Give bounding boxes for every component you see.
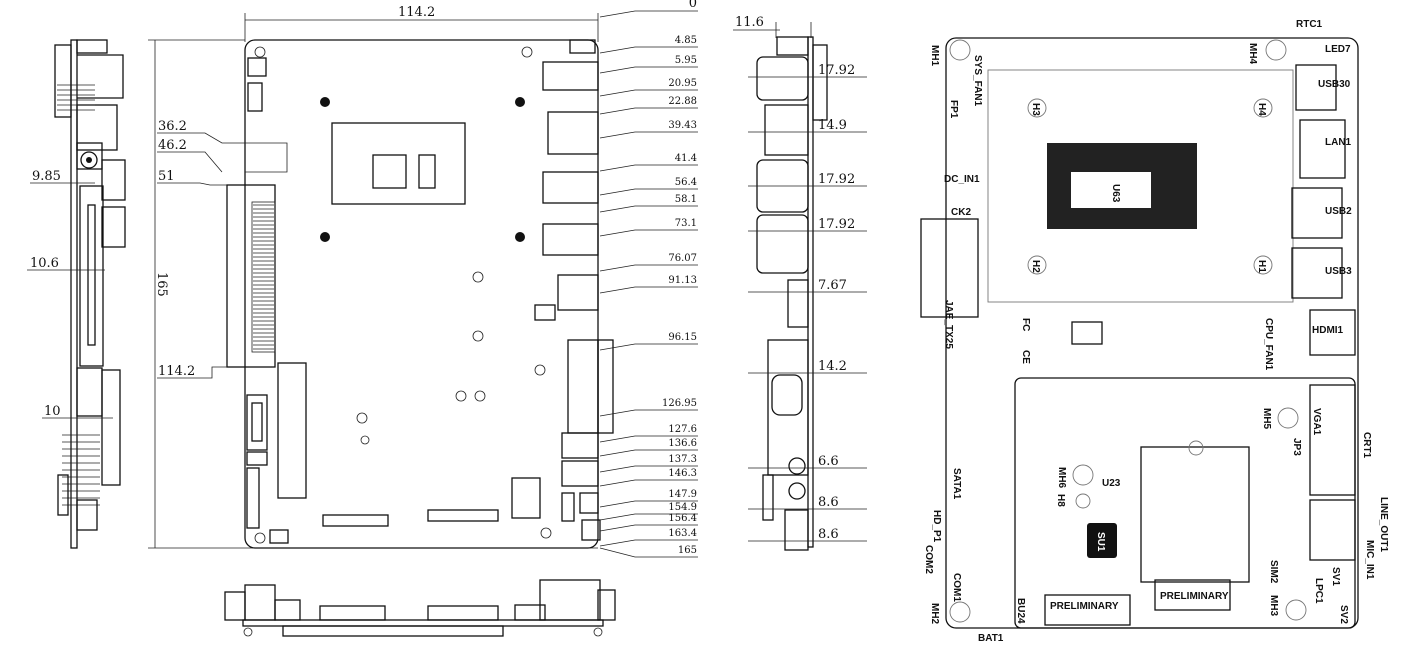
dim-label: 165	[678, 545, 697, 556]
dim-label: 51	[158, 169, 175, 184]
label-mh2: MH2	[929, 603, 940, 625]
dim-label: 96.15	[668, 332, 697, 343]
label-hdmi1: HDMI1	[1312, 325, 1344, 336]
label-sv2: SV2	[1338, 605, 1349, 624]
label-h1: H1	[1256, 260, 1267, 273]
label-mh4: MH4	[1247, 43, 1258, 65]
label-mh3: MH3	[1268, 595, 1279, 617]
label-fp1: FP1	[948, 100, 959, 119]
dim-label: 41.4	[675, 153, 697, 164]
label-h2: H2	[1030, 260, 1041, 273]
label-mh5: MH5	[1261, 408, 1272, 430]
dim-label: 137.3	[668, 454, 697, 465]
dim-label: 20.95	[668, 78, 697, 89]
dim-label: 8.6	[818, 527, 839, 542]
label-sv1: SV1	[1330, 567, 1341, 586]
label-mh1: MH1	[929, 45, 940, 67]
dim-label: 9.85	[32, 169, 61, 184]
label-sata1: SATA1	[951, 468, 962, 500]
dim-label: 17.92	[818, 172, 855, 187]
label-line-out1: LINE_OUT1	[1378, 497, 1389, 552]
dim-label: 11.6	[735, 15, 764, 30]
dim-label: 56.4	[675, 177, 697, 188]
label-mic-in1: MIC_IN1	[1364, 540, 1375, 580]
label-ce: CE	[1020, 350, 1031, 364]
label-vga1: VGA1	[1311, 408, 1322, 436]
dim-label: 39.43	[668, 120, 697, 131]
label-led7: LED7	[1325, 44, 1351, 55]
dim-label: 10	[44, 404, 61, 419]
dim-label: 46.2	[158, 138, 187, 153]
dim-label: 14.2	[818, 359, 847, 374]
label-com2: COM2	[923, 545, 934, 574]
label-su1: SU1	[1095, 532, 1106, 552]
dim-label: 114.2	[158, 364, 195, 379]
dim-label: 126.95	[662, 398, 697, 409]
label-dc-in1: DC_IN1	[944, 174, 980, 185]
label-com1: COM1	[951, 573, 962, 602]
dim-label: 17.92	[818, 63, 855, 78]
label-preliminary: PRELIMINARY	[1160, 591, 1229, 602]
dim-label: 73.1	[675, 218, 697, 229]
label-jae-tx25: JAE_TX25	[943, 300, 954, 349]
label-cpu-fan1: CPU_FAN1	[1263, 318, 1274, 371]
label-h3: H3	[1030, 103, 1041, 116]
label-sim2: SIM2	[1268, 560, 1279, 584]
dim-label: 10.6	[30, 256, 59, 271]
label-u23: U23	[1102, 478, 1121, 489]
dim-label: 7.67	[818, 278, 847, 293]
label-preliminary: PRELIMINARY	[1050, 601, 1119, 612]
label-bat1: BAT1	[978, 633, 1004, 644]
top-view: 114.2 165 36.2 46.2 51 114.2	[148, 0, 698, 558]
label-usb30: USB30	[1318, 79, 1351, 90]
label-lpc1: LPC1	[1313, 578, 1324, 604]
dim-label: 147.9	[668, 489, 697, 500]
dim-label: 91.13	[668, 275, 697, 286]
dim-label: 146.3	[668, 468, 697, 479]
label-usb2: USB2	[1325, 206, 1352, 217]
dim-label: 22.88	[668, 96, 697, 107]
label-mh6: MH6	[1056, 467, 1067, 489]
dim-label: 0	[689, 0, 697, 11]
label-usb3: USB3	[1325, 266, 1352, 277]
dim-label: 36.2	[158, 119, 187, 134]
dim-label: 4.85	[675, 35, 697, 46]
left-side-view: 9.85 10.6 10	[27, 39, 126, 549]
width-dimension: 114.2	[398, 5, 435, 20]
dim-label: 8.6	[818, 495, 839, 510]
dim-label: 156.4	[668, 513, 697, 524]
label-sys-fan1: SYS_FAN1	[972, 55, 983, 107]
label-h4: H4	[1256, 103, 1267, 116]
label-fc: FC	[1020, 318, 1031, 331]
dim-label: 14.9	[818, 118, 847, 133]
label-ck2: CK2	[951, 207, 971, 218]
label-crt1: CRT1	[1361, 432, 1372, 459]
dim-label: 17.92	[818, 217, 855, 232]
dim-label: 136.6	[668, 438, 697, 449]
label-rtc1: RTC1	[1296, 19, 1323, 30]
dim-label: 5.95	[675, 55, 697, 66]
dim-label: 58.1	[675, 194, 697, 205]
right-side-view: 11.6 17.92 14.9 17.92 17.92 7.67 14.2 6.6 8.6 8.…	[733, 15, 867, 551]
bottom-view	[224, 579, 616, 637]
label-u63: U63	[1110, 184, 1121, 203]
label-jp3: JP3	[1291, 438, 1302, 456]
dim-label: 127.6	[668, 424, 697, 435]
label-bu24: BU24	[1015, 598, 1026, 624]
height-dimension: 165	[154, 272, 169, 297]
dim-label: 76.07	[668, 253, 697, 264]
label-lan1: LAN1	[1325, 137, 1352, 148]
component-layout: RTC1 LED7 MH1 SYS_FAN1 FP1 MH4 USB30 LAN…	[920, 19, 1389, 644]
label-h8: H8	[1055, 494, 1066, 507]
dim-label: 6.6	[818, 454, 839, 469]
dim-label: 163.4	[668, 528, 697, 539]
dim-label: 154.9	[668, 502, 697, 513]
label-hd-p1: HD_P1	[931, 510, 942, 543]
